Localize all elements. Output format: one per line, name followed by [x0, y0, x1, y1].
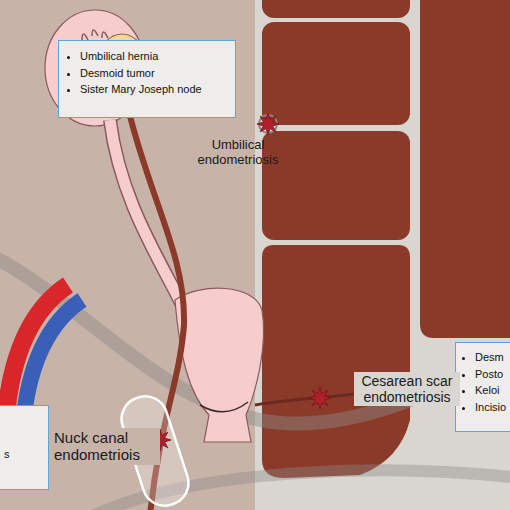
uterus: [175, 288, 264, 442]
list-item: Umbilical hernia: [80, 48, 227, 65]
list-item: Desmoid tumor: [80, 65, 227, 82]
site-label: Cesarean scar endometriosis: [354, 372, 460, 406]
differential-box: Umbilical herniaDesmoid tumorSister Mary…: [58, 40, 236, 118]
rectus-muscle: [262, 22, 410, 125]
fallopian-tube-outline: [110, 120, 182, 305]
list-item: Sister Mary Joseph node: [80, 81, 227, 98]
list-item: Desm: [475, 349, 510, 366]
list-item: Incisio: [475, 399, 510, 416]
rectus-muscle: [262, 131, 410, 240]
scar-lesion: [309, 387, 331, 409]
site-label: Nuck canal endometriois: [52, 428, 160, 465]
bullet-list: Umbilical herniaDesmoid tumorSister Mary…: [67, 48, 227, 98]
list-item: Posto: [475, 366, 510, 383]
external-iliac-vein: [24, 300, 82, 415]
umbilical-lesion: [257, 113, 279, 135]
bullet-list: DesmPostoKeloiIncisio: [462, 349, 510, 415]
rectus-muscle: [262, 245, 410, 478]
vessel-label-box: s: [0, 405, 49, 490]
rectus-muscle: [420, 0, 510, 338]
cesarean-scar: [255, 394, 355, 405]
rectus-muscle: [262, 0, 410, 18]
uterus-fold: [200, 402, 248, 412]
list-item: Keloi: [475, 382, 510, 399]
box-text: s: [4, 446, 44, 463]
fallopian-tube: [110, 120, 182, 305]
differential-box: DesmPostoKeloiIncisio: [455, 342, 510, 432]
site-label: Umbilical endometriosis: [192, 137, 284, 169]
